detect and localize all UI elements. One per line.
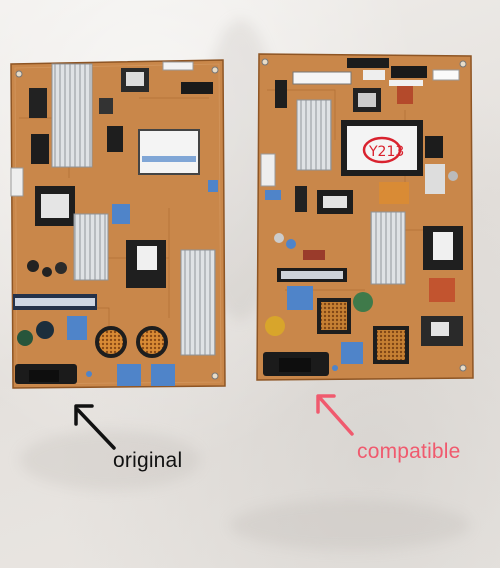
cloth-fold xyxy=(230,500,470,550)
compatible-power-board: Y213 xyxy=(256,53,474,381)
red-arrow xyxy=(316,394,354,436)
heatsink xyxy=(296,99,332,171)
label-compatible: compatible xyxy=(357,440,461,463)
black-arrow xyxy=(74,404,116,450)
heatsink xyxy=(370,211,406,285)
heatsink xyxy=(51,63,93,168)
heatsink xyxy=(73,213,109,281)
cloth-fold xyxy=(20,430,200,490)
handwritten-code: Y213 xyxy=(368,144,404,160)
label-original: original xyxy=(113,449,183,472)
original-power-board xyxy=(10,59,226,389)
heatsink xyxy=(180,249,216,356)
inductor-coil xyxy=(95,326,127,358)
inductor-coil xyxy=(136,326,168,358)
